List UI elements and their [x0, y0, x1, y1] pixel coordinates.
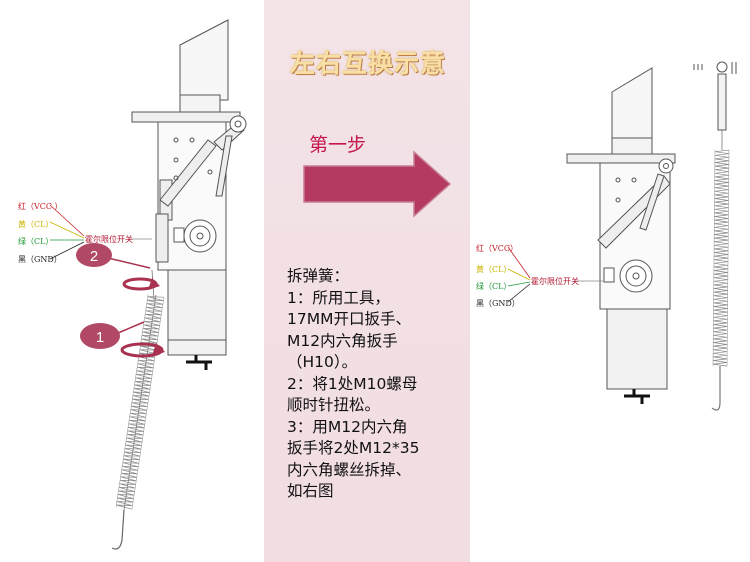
right-wire-black-label: 黑（GND）	[476, 299, 520, 308]
callout-2: 2	[76, 243, 151, 269]
left-hall-switch-label: 霍尔限位开关	[85, 235, 133, 244]
left-wire-yellow-label: 黄（CL）	[18, 220, 54, 229]
instruction-line: 拆弹簧：	[287, 267, 350, 285]
left-wire-black-label: 黑（GND）	[18, 255, 62, 264]
left-wire-red-label: 红（VCC ）	[18, 202, 63, 211]
step-label: 第一步	[309, 134, 367, 156]
instruction-line: 2：将1处M10螺母	[287, 374, 418, 393]
right-spring-coils	[712, 149, 730, 367]
instruction-text: 拆弹簧： 1：所用工具， 17MM开口扳手、 M12内六角扳手 （H10）。 2…	[287, 266, 462, 503]
spring-edge	[726, 150, 730, 367]
instruction-line: 如右图	[287, 482, 334, 500]
instruction-line: 扳手将2处M12*35	[287, 439, 420, 457]
rotation-arrow-upper	[122, 277, 160, 291]
instruction-line: 顺时针扭松。	[287, 396, 381, 414]
left-spring-coils	[115, 294, 165, 510]
right-hall-switch-label: 霍尔限位开关	[531, 277, 579, 286]
left-wire-green-label: 绿（CL）	[18, 237, 54, 246]
spring-coil	[116, 296, 164, 510]
svg-text:2: 2	[90, 248, 98, 265]
removed-screw	[693, 61, 737, 131]
right-wire-red-label: 红（VCC）	[476, 244, 519, 253]
spring-coil	[712, 149, 730, 367]
instruction-line: （H10）。	[287, 353, 358, 371]
right-wire-green-label: 绿（CL）	[476, 282, 512, 291]
spring-edge	[115, 294, 149, 507]
instruction-line: 1：所用工具，	[287, 288, 390, 307]
instruction-line: 17MM开口扳手、	[287, 310, 411, 328]
instruction-line: 3：用M12内六角	[287, 417, 408, 436]
right-spring	[711, 130, 723, 411]
spring-edge	[131, 297, 165, 510]
step-arrow	[303, 150, 452, 218]
page-title: 左右互换示意	[289, 49, 446, 78]
svg-text:1: 1	[96, 329, 104, 346]
instruction-line: 内六角螺丝拆掉、	[287, 460, 412, 479]
rotation-arrow-lower	[120, 342, 165, 358]
right-mechanism-drawing	[566, 67, 676, 404]
right-wire-yellow-label: 黄（CL）	[476, 265, 512, 274]
center-panel	[264, 0, 470, 562]
spring-edge	[712, 149, 716, 366]
instruction-line: M12内六角扳手	[287, 331, 398, 350]
callout-1: 1	[80, 321, 145, 349]
